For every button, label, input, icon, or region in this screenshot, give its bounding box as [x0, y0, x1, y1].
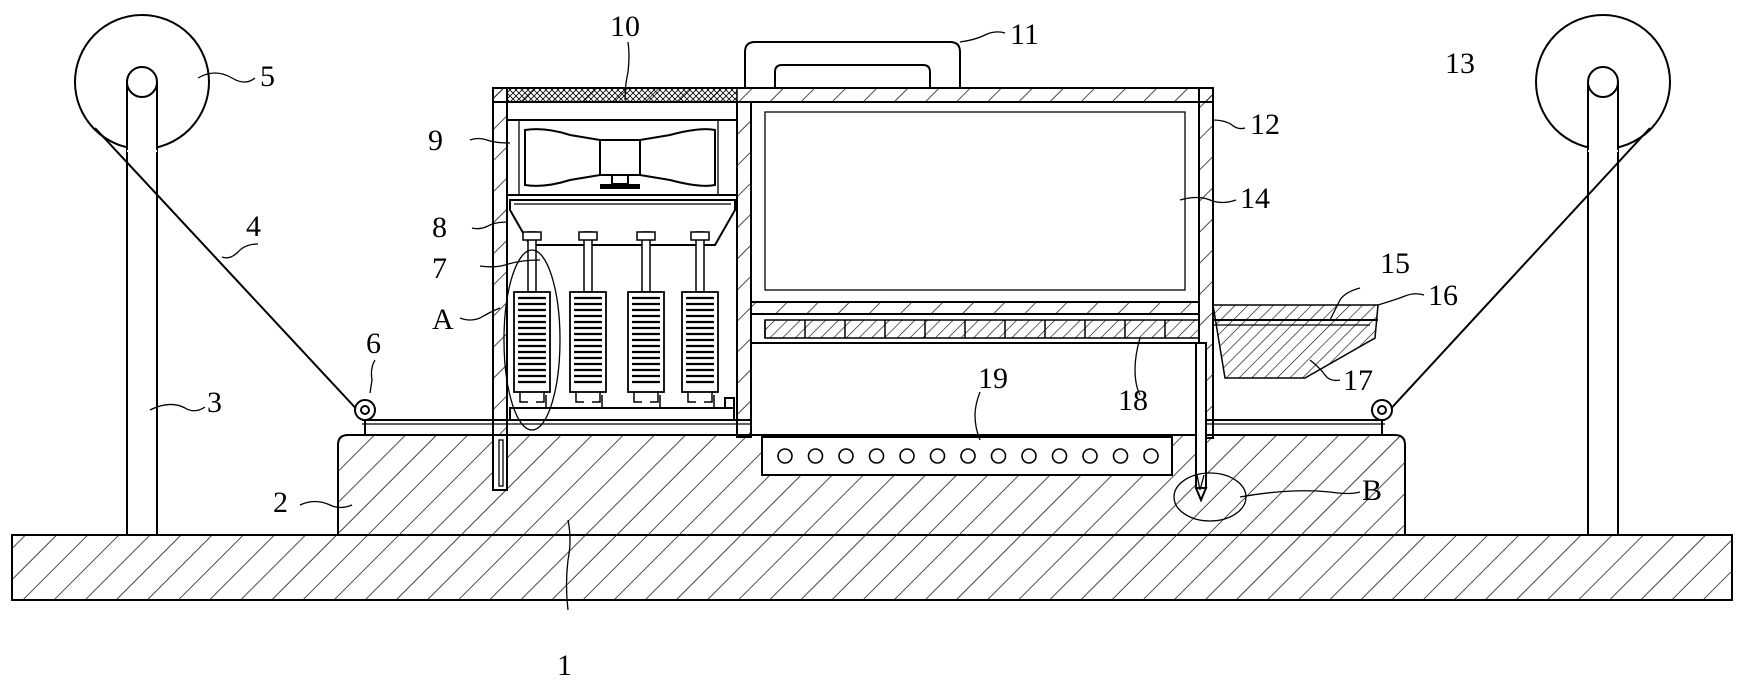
label-10: 10: [610, 10, 640, 43]
left-pulley: [354, 399, 376, 435]
label-3: 3: [207, 386, 222, 419]
chamber-shelf: [750, 301, 1200, 315]
vent-hole: [838, 448, 854, 464]
base-plate: [11, 534, 1733, 601]
label-16: 16: [1428, 279, 1458, 312]
label-18: 18: [1118, 384, 1148, 417]
vent-holes: [777, 448, 1159, 464]
right-pulley: [1371, 399, 1393, 435]
vent-hole: [1051, 448, 1068, 464]
vent-hole: [1082, 448, 1098, 464]
vent-hole: [807, 448, 824, 464]
leader-lines: [149, 31, 1425, 611]
chamber: [750, 101, 1200, 303]
label-6: 6: [366, 327, 381, 360]
right-post: [1587, 81, 1619, 536]
bottom-tray: [509, 407, 735, 421]
coil-module: [627, 231, 665, 420]
label-5: 5: [260, 60, 275, 93]
label-13: 13: [1445, 47, 1475, 80]
coil-modules: [513, 231, 719, 420]
outlet-funnel: [1212, 304, 1379, 379]
pedestal-block: [337, 434, 1406, 536]
detail-circle-b: [1173, 472, 1247, 522]
handle: [744, 41, 961, 88]
drain-tube: [1194, 342, 1208, 503]
vent-hole: [1143, 448, 1159, 464]
label-11: 11: [1010, 18, 1039, 51]
part-labels: 5 3 4 6 2 1 9 10 11 12 13 14 15 16 17 18…: [207, 10, 1475, 682]
vent-hole: [990, 448, 1007, 464]
filter-strip: [751, 319, 1200, 344]
label-2: 2: [273, 486, 288, 519]
vent-hole: [960, 448, 976, 464]
label-9: 9: [428, 124, 443, 157]
left-reel: [74, 14, 210, 152]
coil-module: [569, 231, 607, 420]
label-1: 1: [557, 649, 572, 682]
label-7: 7: [432, 252, 447, 285]
label-17: 17: [1343, 364, 1373, 397]
fan-assembly: [506, 119, 738, 196]
detail-circle-a: [503, 249, 561, 431]
label-14: 14: [1240, 182, 1270, 215]
label-4: 4: [246, 210, 261, 243]
label-19: 19: [978, 362, 1008, 395]
label-8: 8: [432, 211, 447, 244]
distributor-hopper: [509, 199, 736, 246]
left-post: [126, 81, 158, 536]
vent-hole: [1021, 448, 1037, 464]
label-b: B: [1362, 474, 1382, 507]
right-reel: [1535, 14, 1671, 152]
vent-hole: [1112, 448, 1129, 464]
vent-hole: [868, 448, 885, 464]
label-15: 15: [1380, 247, 1410, 280]
label-a: A: [432, 303, 454, 336]
label-12: 12: [1250, 108, 1280, 141]
coil-module: [513, 231, 551, 420]
vent-hole: [899, 448, 915, 464]
coil-module: [681, 231, 719, 420]
vent-hole: [929, 448, 946, 464]
vent-hole: [777, 448, 793, 464]
